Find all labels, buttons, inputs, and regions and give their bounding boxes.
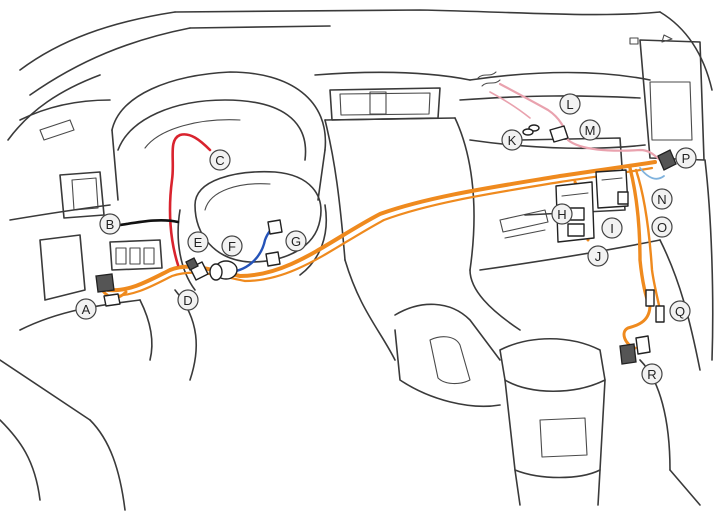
callout-circle [75, 298, 97, 320]
dashboard-outline [0, 9, 714, 511]
callout-circle [501, 129, 523, 151]
callout-circle [651, 216, 673, 238]
callout-label: O [657, 220, 667, 235]
callout-b: B [99, 213, 121, 235]
callout-circle [579, 119, 601, 141]
callout-circle [209, 149, 231, 171]
callout-a: A [75, 298, 97, 320]
callout-m: M [579, 119, 601, 141]
callout-g: G [285, 230, 307, 252]
wire-branch-r [622, 303, 652, 350]
callout-l: L [559, 93, 581, 115]
callout-label: C [215, 153, 224, 168]
callout-j: J [587, 245, 609, 267]
callout-label: M [585, 123, 596, 138]
callout-c: C [209, 149, 231, 171]
callout-label: I [610, 221, 614, 236]
callout-r: R [641, 363, 663, 385]
callout-o: O [651, 216, 673, 238]
callout-q: Q [669, 300, 691, 322]
connectors [95, 124, 677, 365]
main-harness-wire-2 [110, 166, 654, 298]
callout-label: N [657, 192, 666, 207]
callout-label: D [183, 293, 192, 308]
callout-k: K [501, 129, 523, 151]
callout-circle [285, 230, 307, 252]
light-blue-wire-n [639, 167, 665, 180]
callout-label: R [647, 367, 656, 382]
callout-p: P [675, 147, 697, 169]
callout-label: L [566, 97, 573, 112]
callout-circle [187, 231, 209, 253]
callout-e: E [187, 231, 209, 253]
callout-label: F [228, 239, 236, 254]
pink-wire-klm [498, 82, 662, 162]
callout-label: E [194, 235, 203, 250]
callout-label: A [82, 302, 91, 317]
callout-label: K [508, 133, 517, 148]
callout-label: Q [675, 304, 685, 319]
callout-label: J [595, 249, 602, 264]
connector-a [95, 273, 121, 307]
callout-circle [551, 203, 573, 225]
connector-f [209, 260, 238, 281]
callout-d: D [177, 289, 199, 311]
connector-k [522, 124, 540, 136]
callout-circle [601, 217, 623, 239]
callout-label: G [291, 234, 301, 249]
callout-n: N [651, 188, 673, 210]
red-wire-c [168, 133, 212, 267]
black-wire-b [118, 219, 180, 227]
callout-layer: A B C D E F G H IJ K LM NO P Q R [75, 93, 697, 385]
callout-circle [99, 213, 121, 235]
callout-circle [559, 93, 581, 115]
connector-g [265, 219, 283, 267]
callout-h: H [551, 203, 573, 225]
callout-circle [587, 245, 609, 267]
callout-circle [651, 188, 673, 210]
connector-m [549, 125, 569, 143]
callout-i: I [601, 217, 623, 239]
pink-wire-klm-2 [489, 91, 531, 119]
callout-label: B [106, 217, 115, 232]
callout-circle [675, 147, 697, 169]
connector-d-e [185, 257, 209, 281]
connector-r [619, 335, 651, 365]
callout-label: H [557, 207, 566, 222]
connector-p [657, 149, 677, 171]
callout-circle [221, 235, 243, 257]
callout-circle [669, 300, 691, 322]
wire-branch-qr-2 [634, 168, 662, 312]
main-harness-wire [106, 160, 657, 293]
callout-circle [177, 289, 199, 311]
callout-f: F [221, 235, 243, 257]
connector-q [645, 289, 665, 323]
callout-label: P [682, 151, 691, 166]
callout-circle [641, 363, 663, 385]
